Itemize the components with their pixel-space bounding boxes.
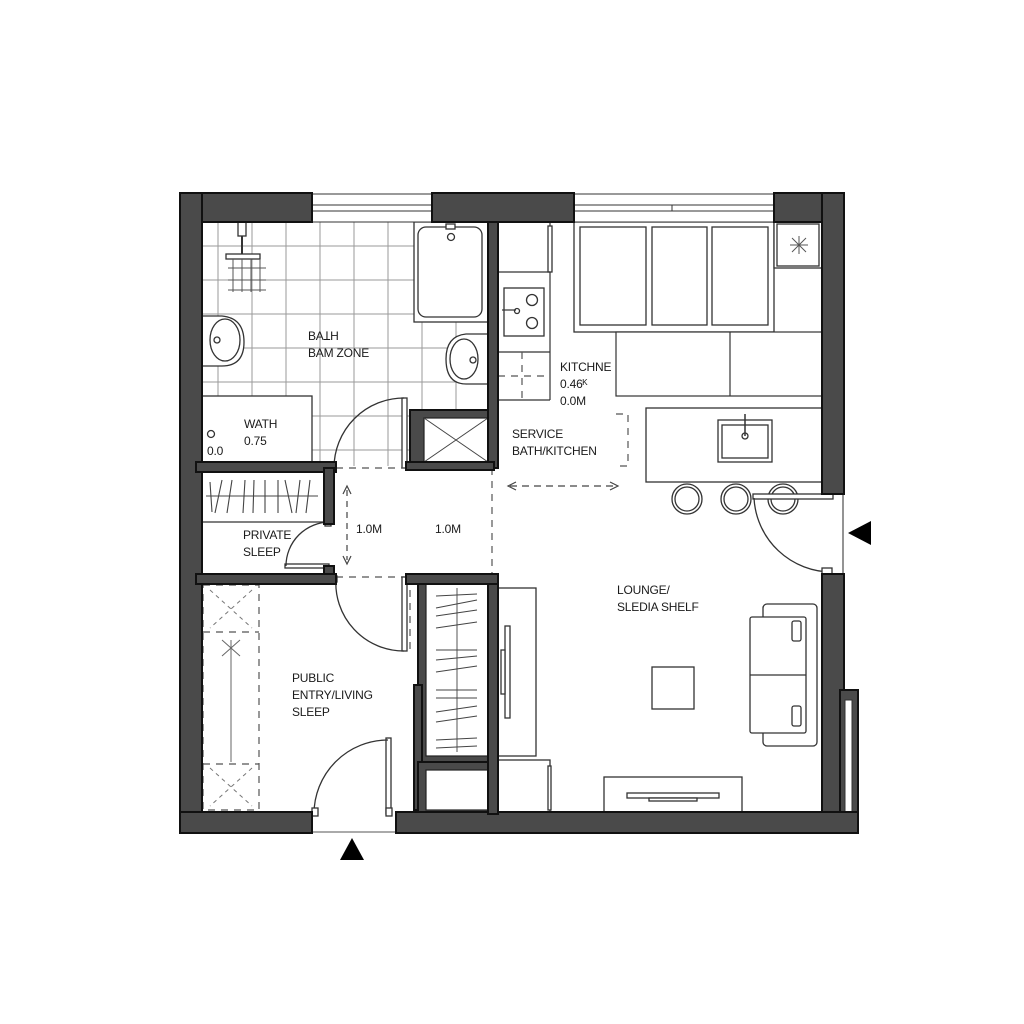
private-sleep-label-line2: SLEEP (243, 545, 281, 559)
tv-console (603, 776, 743, 814)
kitchen-dashed-area (498, 352, 550, 400)
public-daybed (202, 584, 260, 811)
lounge-label: LOUNGE/ SLEDIA SHELF (617, 582, 699, 616)
service-shaft (409, 409, 497, 469)
media-shelf (497, 587, 552, 813)
public-label-line1: PUBLIC (292, 671, 335, 685)
island-dash-guide (616, 413, 629, 467)
wardrobe-partition (413, 684, 495, 813)
exterior-walls (179, 192, 859, 834)
wath-level: 0.0 (207, 444, 224, 458)
interior-walls (195, 221, 499, 815)
wath-label: WATH 0.75 (244, 416, 277, 450)
wath-label-line1: WATH (244, 417, 278, 431)
main-entry-door (311, 737, 396, 833)
bathroom-sink-left-icon (201, 315, 245, 367)
lounge-label-line2: SLEDIA SHELF (617, 600, 699, 614)
sofa (749, 603, 818, 747)
public-label-line2: ENTRY/LIVING (292, 688, 373, 702)
bathroom-sink-right-icon (445, 333, 489, 385)
private-sleep-closet (202, 472, 324, 523)
bath-label-line1: BAꞱH (308, 329, 339, 343)
kitchen-label-line2: 0.46ᴷ (560, 377, 588, 391)
cooktop-icon (502, 287, 545, 337)
wardrobe (417, 575, 495, 763)
lounge-label-line1: LOUNGE/ (617, 583, 670, 597)
window-top-bath (311, 193, 433, 223)
kitchen-label-line3: 0.0M (560, 394, 586, 408)
private-sleep-label: PRIVATE SLEEP (243, 527, 291, 561)
public-label: PUBLIC ENTRY/LIVING SLEEP (292, 670, 373, 721)
appliance-icon (773, 221, 823, 269)
service-label: SERVICE BATH/KITCHEN (512, 426, 597, 460)
corridor-dimension-2: 1.0M (435, 522, 461, 536)
bath-label: BAꞱH BAM ZONE (308, 328, 369, 362)
corridor-dimension-1: 1.0M (356, 522, 382, 536)
side-entry-door (752, 493, 844, 575)
wath-label-line2: 0.75 (244, 434, 267, 448)
window-top-kitchen (573, 193, 775, 223)
private-sleep-door (284, 519, 332, 569)
kitchen-island (645, 407, 823, 483)
public-inner-door (330, 575, 408, 652)
kitchen-label-line1: KITCHNE (560, 360, 612, 374)
public-label-line3: SLEEP (292, 705, 330, 719)
wath-counter (201, 395, 313, 465)
bathtub-icon (413, 221, 489, 323)
dimension-arrow-horizontal (506, 481, 620, 491)
shower-head-icon (225, 221, 266, 292)
kitchen-upper-cabinets (573, 221, 823, 397)
dimension-arrow-vertical (342, 484, 352, 566)
private-sleep-label-line1: PRIVATE (243, 528, 292, 542)
side-entry-arrow-icon (848, 521, 871, 545)
kitchen-counter-left (498, 222, 553, 522)
coffee-table (651, 666, 695, 710)
bath-label-line2: BAM ZONE (308, 346, 370, 360)
kitchen-label: KITCHNE 0.46ᴷ 0.0M (560, 359, 611, 410)
service-label-line2: BATH/KITCHEN (512, 444, 597, 458)
service-label-line1: SERVICE (512, 427, 564, 441)
main-entry-arrow-icon (340, 838, 364, 860)
